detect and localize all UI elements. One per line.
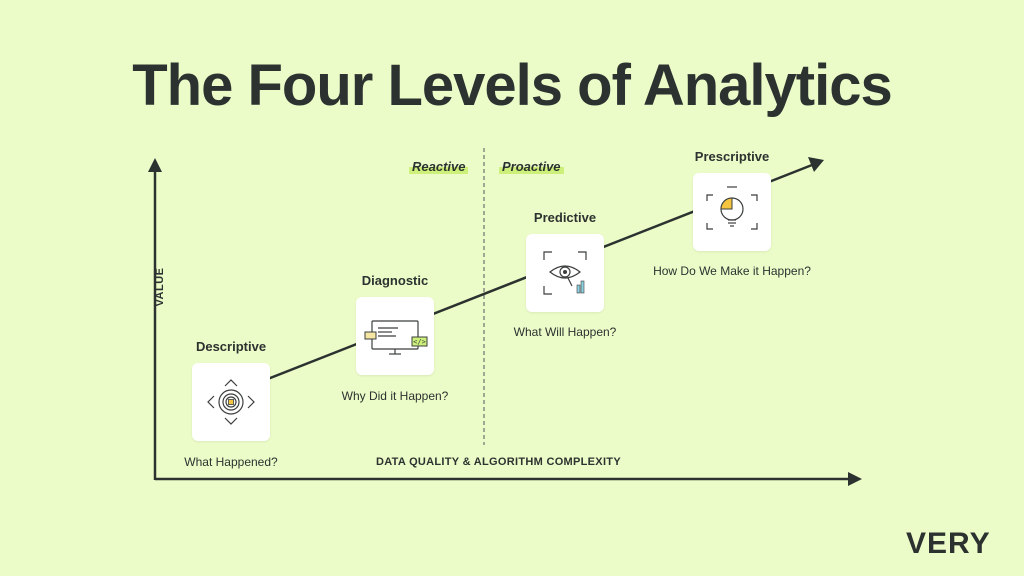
stage-diagnostic-label: Diagnostic <box>361 273 429 288</box>
stage-prescriptive-question: How Do We Make it Happen? <box>653 264 811 278</box>
stage-prescriptive-label: Prescriptive <box>694 149 770 164</box>
trend-arrow <box>808 157 824 172</box>
monitor-code-icon: </> <box>364 320 428 355</box>
stage-descriptive-card <box>192 363 270 441</box>
stage-predictive-question: What Will Happen? <box>513 325 617 339</box>
stage-diagnostic-card: </> <box>356 297 434 375</box>
stage-predictive-card <box>526 234 604 312</box>
svg-text:</>: </> <box>413 338 426 346</box>
lightbulb-brain-icon <box>706 186 758 230</box>
stage-diagnostic-question: Why Did it Happen? <box>341 389 449 403</box>
target-navigation-icon <box>207 379 255 425</box>
x-axis-label: DATA QUALITY & ALGORITHM COMPLEXITY <box>376 456 621 468</box>
stage-predictive-label: Predictive <box>533 210 597 225</box>
stage-descriptive-question: What Happened? <box>184 455 278 469</box>
very-logo: VERY <box>906 527 991 560</box>
reactive-tag: Reactive <box>409 159 469 174</box>
eye-chart-icon <box>543 251 587 295</box>
stage-prescriptive-card <box>693 173 771 251</box>
y-axis-arrow <box>148 158 162 172</box>
x-axis-arrow <box>848 472 862 486</box>
y-axis-label: VALUE <box>154 267 166 307</box>
stage-descriptive-label: Descriptive <box>195 339 267 354</box>
proactive-tag: Proactive <box>499 159 564 174</box>
page-title: The Four Levels of Analytics <box>132 53 892 118</box>
